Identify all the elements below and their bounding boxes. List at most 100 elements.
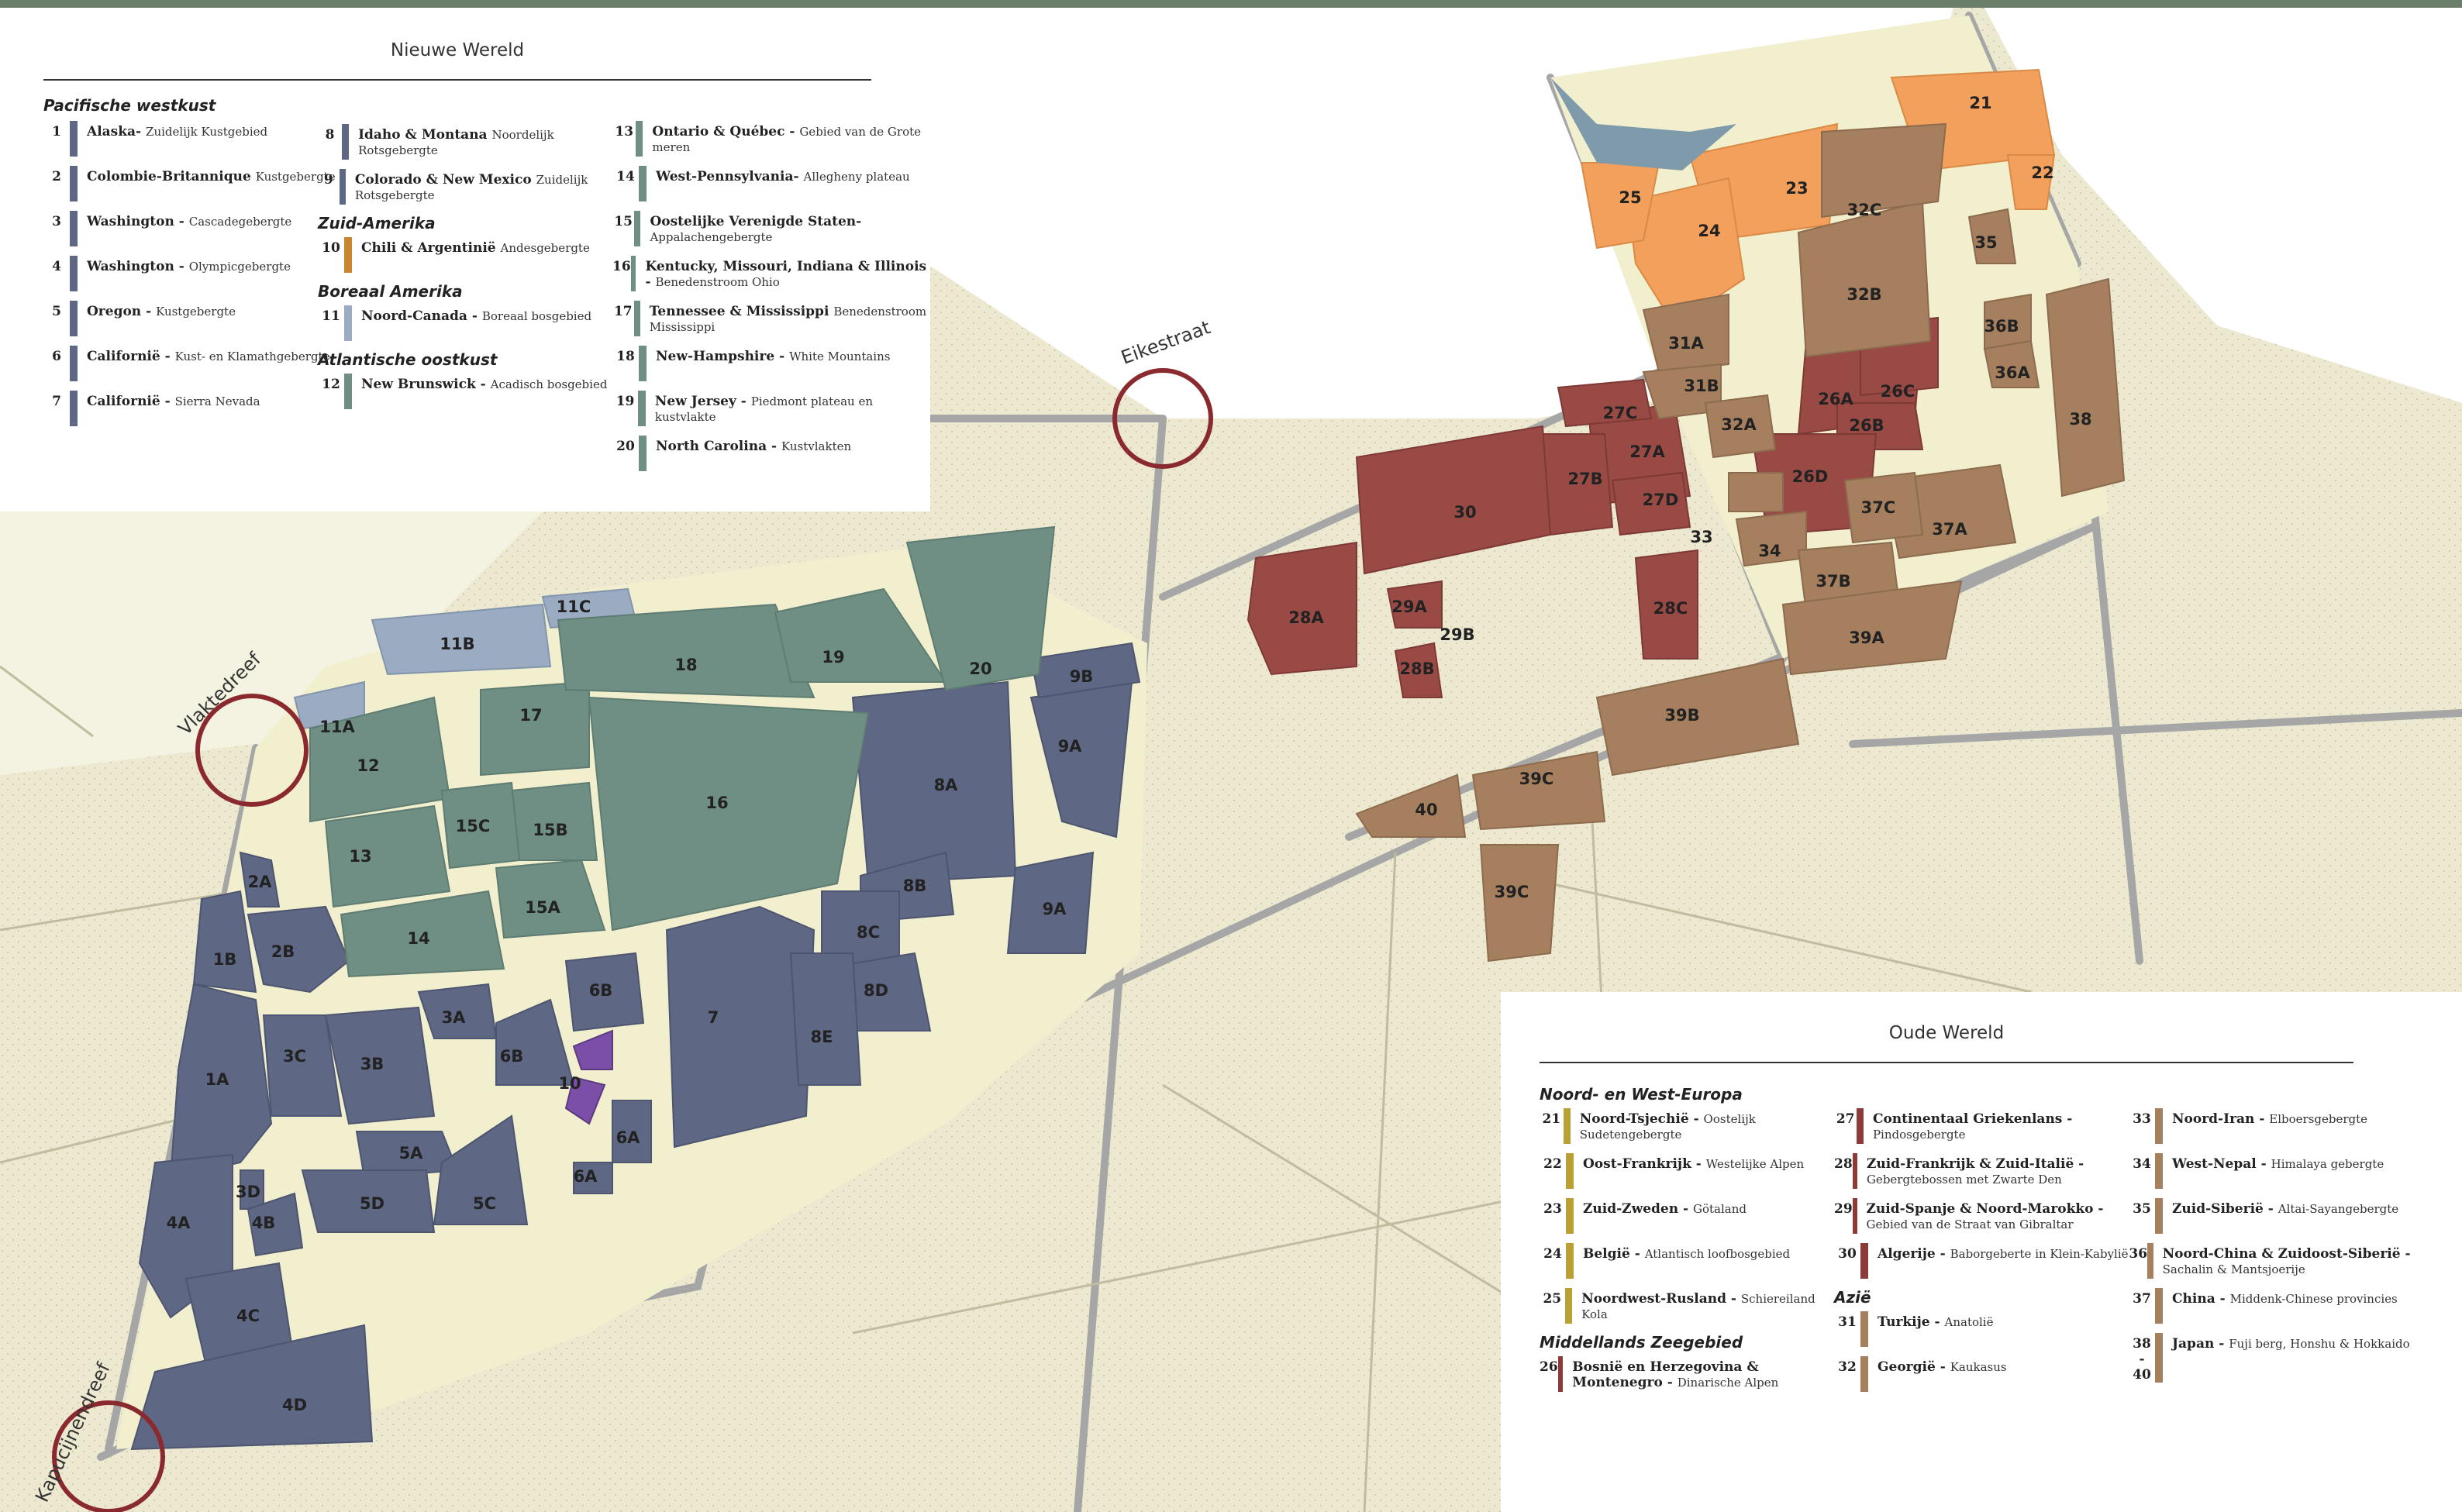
- parcel-18: [557, 603, 815, 699]
- label-8D: 8D: [864, 981, 888, 1000]
- label-18: 18: [674, 656, 697, 674]
- pacific-parcels: [130, 642, 1141, 1451]
- label-8C: 8C: [857, 923, 880, 942]
- legend-entry-region: Kustvlakten: [781, 439, 852, 453]
- parcel-17: [480, 680, 590, 777]
- legend-entry-region: Fuji berg, Honshu & Hokkaido: [2229, 1337, 2410, 1351]
- legend-entry-region: Kust- en Klamathgebergte: [174, 350, 330, 363]
- legend-entry-name: Ontario & Québec -: [652, 124, 800, 139]
- legend-entry-region: Allegheny plateau: [803, 170, 910, 184]
- parcel-7: [665, 905, 815, 1149]
- legend-entry-region: Andesgebergte: [500, 241, 590, 255]
- label-13: 13: [349, 847, 371, 866]
- legend-entry-number: 36: [2129, 1246, 2148, 1262]
- legend-entry-region: Zuidelijk Kustgebied: [146, 125, 268, 139]
- legend-entry-region: Benedenstroom Mississippi: [649, 305, 927, 334]
- legend-entry-name: Zuid-Spanje & Noord-Marokko -: [1866, 1201, 2104, 1217]
- label-4B: 4B: [252, 1214, 276, 1232]
- label-32A: 32A: [1721, 415, 1757, 434]
- parcel-27D: [1611, 471, 1691, 536]
- label-27C: 27C: [1603, 404, 1638, 422]
- legend-color-swatch: [639, 166, 647, 201]
- label-9A: 9A: [1058, 737, 1083, 756]
- label-3C: 3C: [283, 1047, 306, 1066]
- parcel-35: [1967, 208, 2017, 264]
- legend-entry-name: Noord-Canada -: [361, 308, 482, 324]
- legend-entry: 13 Ontario & Québec - Gebied van de Grote…: [612, 121, 930, 157]
- legend-color-swatch: [1566, 1243, 1574, 1279]
- label-1A: 1A: [205, 1070, 230, 1089]
- legend-color-swatch: [341, 124, 350, 160]
- legend-color-swatch: [1857, 1108, 1864, 1144]
- legend-entry-name: Japan -: [2172, 1336, 2229, 1352]
- legend-old-world-title: Oude Wereld: [1888, 1023, 2005, 1043]
- label-25: 25: [1619, 188, 1641, 207]
- legend-color-swatch: [636, 121, 643, 157]
- legend-entry-text: België - Atlantisch loofbosgebied: [1583, 1243, 1790, 1279]
- label-8B: 8B: [903, 877, 927, 895]
- parcel-33: [1728, 472, 1784, 512]
- label-23: 23: [1785, 179, 1808, 198]
- parcel-10: [572, 1029, 613, 1070]
- legend-color-swatch: [344, 374, 352, 409]
- legend-entry-text: Bosnië en Herzegovina & Montenegro - Din…: [1572, 1356, 1834, 1392]
- legend-entry-number: 13: [615, 124, 634, 139]
- legend-entry-name: Oostelijke Verenigde Staten-: [650, 214, 862, 229]
- legend-entry-name: Colombie-Britannique: [87, 169, 256, 184]
- label-35: 35: [1974, 233, 1997, 252]
- legend-entry-name: Washington -: [87, 259, 189, 274]
- parcel-27C: [1557, 378, 1653, 428]
- label-27A: 27A: [1629, 443, 1665, 461]
- legend-entry-text: Zuid-Frankrijk & Zuid-Italië - Gebergteb…: [1867, 1153, 2129, 1189]
- boreal-parcels: [293, 587, 637, 730]
- parcel-9B: [1029, 642, 1141, 699]
- legend-entry-text: Oostelijke Verenigde Staten- Appalacheng…: [650, 211, 930, 246]
- legend-entry-region: Altai-Sayangebergte: [2278, 1202, 2399, 1216]
- legend-entry-number: 30: [1838, 1246, 1857, 1262]
- roundabout-kapucijnendreef: [52, 1400, 165, 1512]
- legend-entry-text: Zuid-Siberië - Altai-Sayangebergte: [2172, 1198, 2398, 1234]
- label-37A: 37A: [1932, 520, 1967, 539]
- legend-entry-text: Turkije - Anatolië: [1878, 1311, 1993, 1347]
- label-10: 10: [558, 1074, 581, 1093]
- parcel-39C-2: [1479, 844, 1560, 963]
- legend-entry-text: Idaho & Montana Noordelijk Rotsgebergte: [358, 124, 612, 160]
- legend-color-swatch: [1852, 1198, 1857, 1234]
- label-28A: 28A: [1288, 608, 1324, 627]
- legend-old-world-rule: [1540, 1062, 2353, 1063]
- legend-entry-region: Middenk-Chinese provincies: [2229, 1292, 2398, 1306]
- legend-color-swatch: [1860, 1356, 1868, 1392]
- legend-entry-name: Tennessee & Mississippi: [649, 304, 834, 319]
- legend-entry-number: 8: [325, 127, 335, 143]
- legend-entry-number: 11: [322, 308, 340, 324]
- label-20: 20: [969, 660, 991, 678]
- legend-col3: 13 Ontario & Québec - Gebied van de Grote…: [612, 121, 930, 480]
- legend-entry-text: Tennessee & Mississippi Benedenstroom Mi…: [650, 301, 930, 336]
- legend-entry-region: Westelijke Alpen: [1705, 1157, 1805, 1171]
- parcel-39B: [1595, 657, 1800, 777]
- legend-entry-text: Kentucky, Missouri, Indiana & Illinois -…: [645, 256, 930, 291]
- legend-color-swatch: [633, 301, 640, 336]
- legend-entry-number: 20: [616, 439, 635, 454]
- label-26B: 26B: [1849, 416, 1884, 435]
- legend-entry-text: Noord-Tsjechië - Oostelijk Sudetengeberg…: [1580, 1108, 1834, 1144]
- legend-entry-number: 7: [52, 394, 61, 409]
- legend-entry-name: China -: [2172, 1291, 2230, 1307]
- legend-entry-text: Zuid-Zweden - Götaland: [1583, 1198, 1747, 1234]
- legend-entry-number: 19: [616, 394, 635, 409]
- legend-entry-name: Oregon -: [87, 304, 157, 319]
- legend-entry-text: Washington - Olympicgebergte: [87, 256, 291, 291]
- legend-entry-region: Gebied van de Grote meren: [652, 125, 922, 154]
- legend-entry-number: 22: [1543, 1156, 1562, 1172]
- label-19: 19: [822, 648, 844, 666]
